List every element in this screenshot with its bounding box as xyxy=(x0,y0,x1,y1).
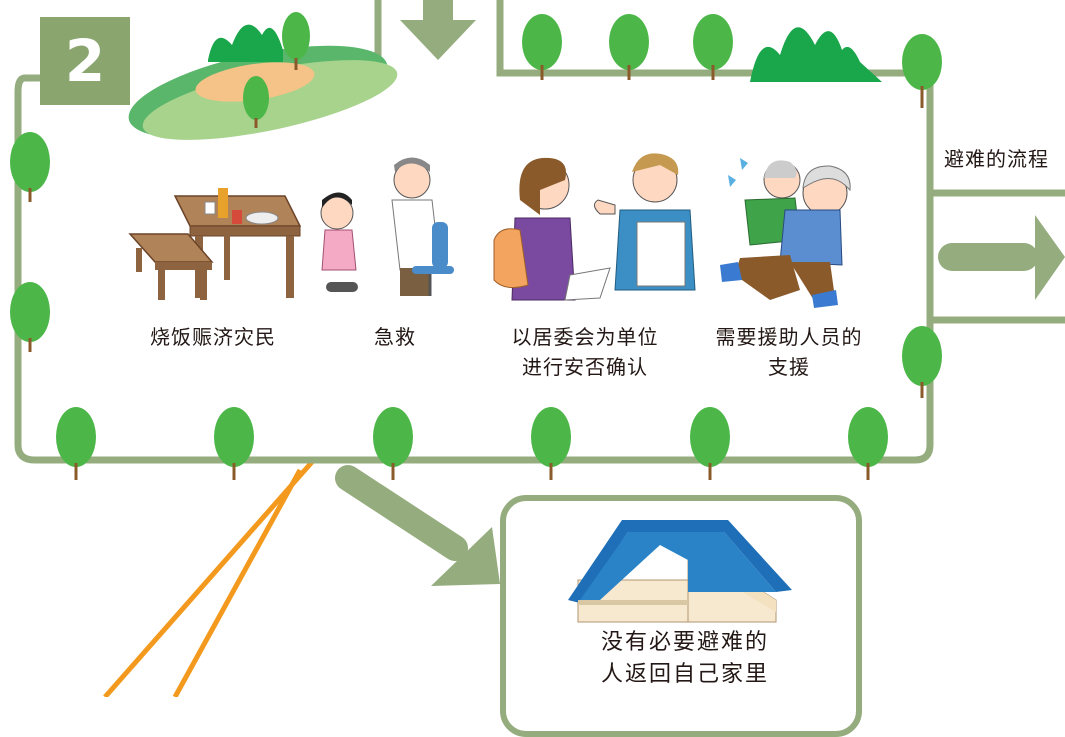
activity-label-safety-check-line1: 以居委会为单位 xyxy=(511,325,659,349)
main-path-outline xyxy=(14,74,934,464)
hill-illustration xyxy=(128,12,398,140)
cooking-table-illustration xyxy=(128,188,302,300)
mountain-shapes xyxy=(750,27,882,83)
tree-trunks xyxy=(28,65,924,480)
safety-check-illustration xyxy=(493,153,696,301)
house-icon xyxy=(568,520,792,623)
activity-label-assist-line2: 支援 xyxy=(768,355,810,379)
down-arrow xyxy=(400,0,476,60)
activity-label-first-aid: 急救 xyxy=(374,325,416,349)
house-overlay xyxy=(568,520,792,623)
activity-label-safety-check-line2: 进行安否确认 xyxy=(522,355,648,379)
orange-road-lines xyxy=(103,460,314,697)
return-home-text-line1: 没有必要避难的 xyxy=(600,630,769,655)
trees xyxy=(10,14,942,467)
first-aid-illustration xyxy=(320,157,454,296)
evacuation-flow-label: 避难的流程 xyxy=(944,147,1049,171)
activity-label-assist-line1: 需要援助人员的 xyxy=(715,325,863,349)
return-home-text-line2: 人返回自己家里 xyxy=(600,662,769,687)
assist-illustration xyxy=(720,158,851,308)
step-number-badge: 2 xyxy=(40,17,130,105)
activity-label-cooking: 烧饭赈济灾民 xyxy=(150,325,276,349)
diagonal-arrow xyxy=(335,465,500,586)
right-arrow xyxy=(938,215,1065,300)
